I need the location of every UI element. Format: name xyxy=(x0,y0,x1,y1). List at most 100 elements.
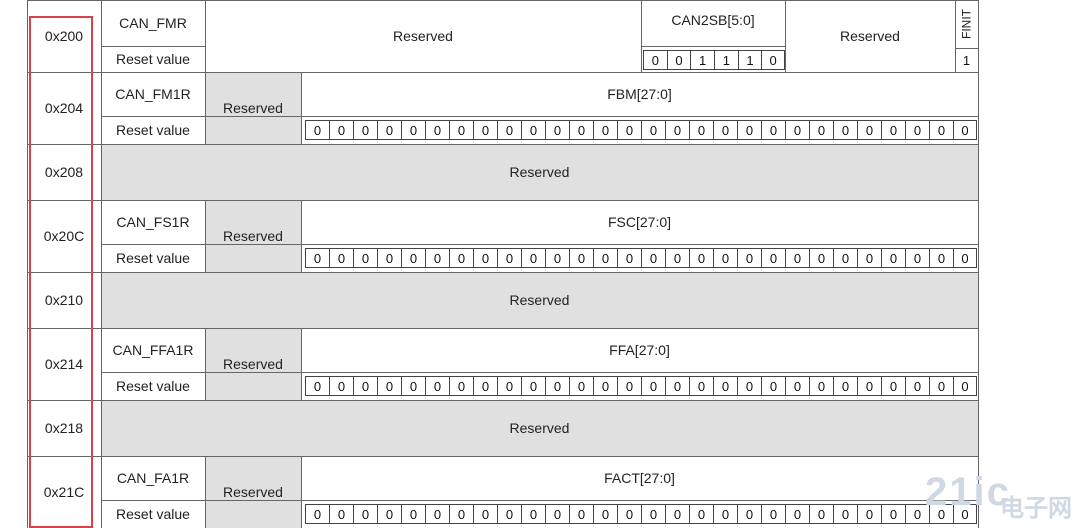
reset-bit: 0 xyxy=(305,376,329,396)
reset-bit: 0 xyxy=(833,248,857,268)
address-0x214: 0x214 xyxy=(44,356,84,372)
reset-bit: 0 xyxy=(833,376,857,396)
reserved-field: Reserved xyxy=(840,28,900,44)
reset-value-label: Reset value xyxy=(116,250,190,266)
grid-line xyxy=(27,144,978,145)
reset-bit: 0 xyxy=(449,120,473,140)
reset-bit: 1 xyxy=(714,50,738,70)
reset-value-label: Reset value xyxy=(116,122,190,138)
reset-bit: 0 xyxy=(305,248,329,268)
reset-bit: 0 xyxy=(377,376,401,396)
reset-bit: 0 xyxy=(521,504,545,524)
reset-bit: 0 xyxy=(569,248,593,268)
grid-line xyxy=(101,500,978,501)
reset-bit: 0 xyxy=(545,376,569,396)
reset-bit: 0 xyxy=(953,376,977,396)
grid-line xyxy=(301,72,302,144)
reset-bit: 0 xyxy=(377,504,401,524)
reset-bit: 0 xyxy=(473,504,497,524)
reset-bit: 0 xyxy=(617,504,641,524)
reset-bit: 0 xyxy=(785,376,809,396)
reset-bit: 0 xyxy=(929,248,953,268)
reset-bit: 0 xyxy=(713,504,737,524)
reset-bit: 0 xyxy=(569,376,593,396)
reset-bit: 0 xyxy=(641,248,665,268)
reset-bit: 1 xyxy=(737,50,762,70)
reset-bit: 0 xyxy=(665,376,689,396)
reset-bit: 0 xyxy=(689,376,713,396)
grid-line xyxy=(101,46,205,47)
address-0x21c: 0x21C xyxy=(43,484,85,500)
reset-bit: 0 xyxy=(785,120,809,140)
reset-bit: 0 xyxy=(545,120,569,140)
can2sb-field: CAN2SB[5:0] xyxy=(671,12,755,28)
grid-line xyxy=(955,48,978,49)
reset-bit: 0 xyxy=(713,120,737,140)
reset-bit: 0 xyxy=(641,376,665,396)
reset-bit: 0 xyxy=(497,376,521,396)
grid-line xyxy=(301,456,302,528)
reset-bit: 0 xyxy=(329,504,353,524)
address-0x218: 0x218 xyxy=(44,420,84,436)
reset-bit: 0 xyxy=(953,248,977,268)
finit-bit: 1 xyxy=(962,52,971,68)
grid-line xyxy=(101,116,978,117)
reset-value-label: Reset value xyxy=(116,378,190,394)
address-0x20c: 0x20C xyxy=(43,228,85,244)
address-0x208: 0x208 xyxy=(44,164,84,180)
reset-bit: 0 xyxy=(353,504,377,524)
reset-bit: 0 xyxy=(641,504,665,524)
reset-bit: 0 xyxy=(761,120,785,140)
reset-bit: 0 xyxy=(809,120,833,140)
reset-bit: 0 xyxy=(617,376,641,396)
grid-line xyxy=(27,0,28,528)
reset-bit: 0 xyxy=(881,120,905,140)
reset-bit: 0 xyxy=(353,120,377,140)
reset-bit: 0 xyxy=(881,504,905,524)
reset-bit: 0 xyxy=(401,504,425,524)
reset-bit: 0 xyxy=(377,248,401,268)
reset-bit: 0 xyxy=(473,248,497,268)
reset-bit: 0 xyxy=(497,120,521,140)
reset-bit: 0 xyxy=(449,248,473,268)
reset-bit: 0 xyxy=(737,120,761,140)
grid-line xyxy=(27,72,978,73)
reset-bit: 0 xyxy=(665,504,689,524)
reset-bit: 0 xyxy=(905,504,929,524)
address-0x210: 0x210 xyxy=(44,292,84,308)
reset-bit: 0 xyxy=(857,248,881,268)
reset-bit: 0 xyxy=(545,504,569,524)
reset-bit: 1 xyxy=(690,50,714,70)
reserved-field: Reserved xyxy=(393,28,453,44)
reset-bit: 0 xyxy=(305,504,329,524)
grid-line xyxy=(101,372,978,373)
reset-bit: 0 xyxy=(785,248,809,268)
grid-line xyxy=(101,244,978,245)
address-column-highlight xyxy=(29,16,93,528)
reset-bit: 0 xyxy=(857,504,881,524)
reset-bit: 0 xyxy=(353,248,377,268)
fbm-field: FBM[27:0] xyxy=(607,86,672,102)
grid-line xyxy=(27,200,978,201)
reset-bit: 0 xyxy=(641,120,665,140)
reset-bit: 0 xyxy=(617,248,641,268)
reset-bit: 0 xyxy=(761,504,785,524)
reserved-field: Reserved xyxy=(205,328,301,400)
reset-bit: 0 xyxy=(569,504,593,524)
reserved-row: Reserved xyxy=(101,144,978,200)
grid-line xyxy=(205,328,206,400)
reset-bit: 0 xyxy=(881,248,905,268)
reset-bit: 0 xyxy=(377,120,401,140)
fact-field: FACT[27:0] xyxy=(604,470,675,486)
grid-line xyxy=(205,0,206,72)
address-0x204: 0x204 xyxy=(44,100,84,116)
fsc-field: FSC[27:0] xyxy=(607,214,672,230)
reset-bit: 0 xyxy=(857,120,881,140)
grid-line xyxy=(27,328,978,329)
reset-bit: 0 xyxy=(329,120,353,140)
grid-line xyxy=(955,0,956,72)
reset-bit: 0 xyxy=(521,248,545,268)
reset-bit: 0 xyxy=(689,120,713,140)
grid-line xyxy=(641,0,642,72)
reserved-field: Reserved xyxy=(205,200,301,272)
